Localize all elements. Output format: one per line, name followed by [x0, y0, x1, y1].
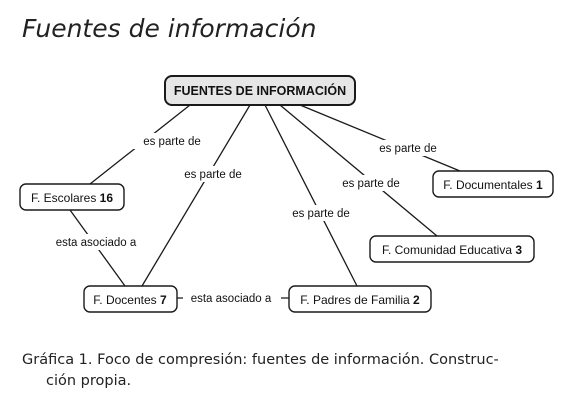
- node-docentes-label: F. Docentes: [93, 293, 156, 307]
- concept-map-edges: [69, 104, 461, 299]
- link-label-text: esta asociado a: [56, 237, 137, 249]
- node-escolares-count: 16: [100, 191, 114, 205]
- edge-root-comunidad: [279, 104, 438, 237]
- node-padres-count: 2: [413, 293, 420, 307]
- link-label-text: es parte de: [292, 208, 350, 220]
- node-comunidad: F. Comunidad Educativa 3: [369, 235, 535, 263]
- caption-label: Gráfica 1.: [22, 352, 93, 368]
- node-documentales-count: 1: [536, 178, 543, 192]
- link-label-text: es parte de: [342, 178, 400, 190]
- link-label-root-comunidad: es parte de: [332, 175, 410, 191]
- node-documentales-text: F. Documentales 1: [443, 178, 543, 192]
- edge-root-padres: [264, 104, 358, 287]
- figure-caption: Gráfica 1. Foco de compresión: fuentes d…: [22, 350, 562, 392]
- node-comunidad-count: 3: [515, 243, 522, 257]
- concept-map: es parte de es parte de es parte de es p…: [19, 75, 554, 313]
- link-label-text: esta asociado a: [191, 293, 272, 305]
- page-title: Fuentes de información: [22, 14, 317, 43]
- caption-text-line2: ción propia.: [46, 373, 132, 389]
- node-docentes-text: F. Docentes 7: [93, 293, 167, 307]
- node-comunidad-label: F. Comunidad Educativa: [382, 243, 512, 257]
- node-comunidad-text: F. Comunidad Educativa 3: [382, 243, 522, 257]
- link-label-escolares-docentes: esta asociado a: [47, 234, 145, 250]
- node-padres-label: F. Padres de Familia: [300, 293, 410, 307]
- node-docentes-count: 7: [160, 293, 167, 307]
- link-label-root-escolares: es parte de: [133, 133, 211, 149]
- link-label-docentes-padres: esta asociado a: [183, 290, 281, 306]
- node-documentales-label: F. Documentales: [443, 178, 532, 192]
- edge-root-docentes: [141, 104, 251, 287]
- link-label-text: es parte de: [184, 169, 242, 181]
- caption-text-line1: Foco de compresión: fuentes de informaci…: [92, 352, 499, 368]
- link-label-root-padres: es parte de: [282, 205, 360, 221]
- node-docentes: F. Docentes 7: [83, 285, 178, 313]
- node-escolares-label: F. Escolares: [31, 191, 96, 205]
- link-label-text: es parte de: [379, 143, 437, 155]
- node-root: FUENTES DE INFORMACIÓN: [164, 75, 356, 106]
- node-documentales: F. Documentales 1: [432, 170, 554, 198]
- node-escolares: F. Escolares 16: [19, 183, 125, 211]
- link-label-text: es parte de: [143, 136, 201, 148]
- node-escolares-text: F. Escolares 16: [31, 191, 113, 205]
- node-padres-text: F. Padres de Familia 2: [300, 293, 420, 307]
- node-root-label: FUENTES DE INFORMACIÓN: [174, 83, 346, 98]
- link-label-root-documentales: es parte de: [368, 140, 446, 156]
- edge-root-documentales: [299, 104, 461, 172]
- node-padres: F. Padres de Familia 2: [288, 285, 432, 313]
- link-label-root-docentes: es parte de: [175, 166, 253, 182]
